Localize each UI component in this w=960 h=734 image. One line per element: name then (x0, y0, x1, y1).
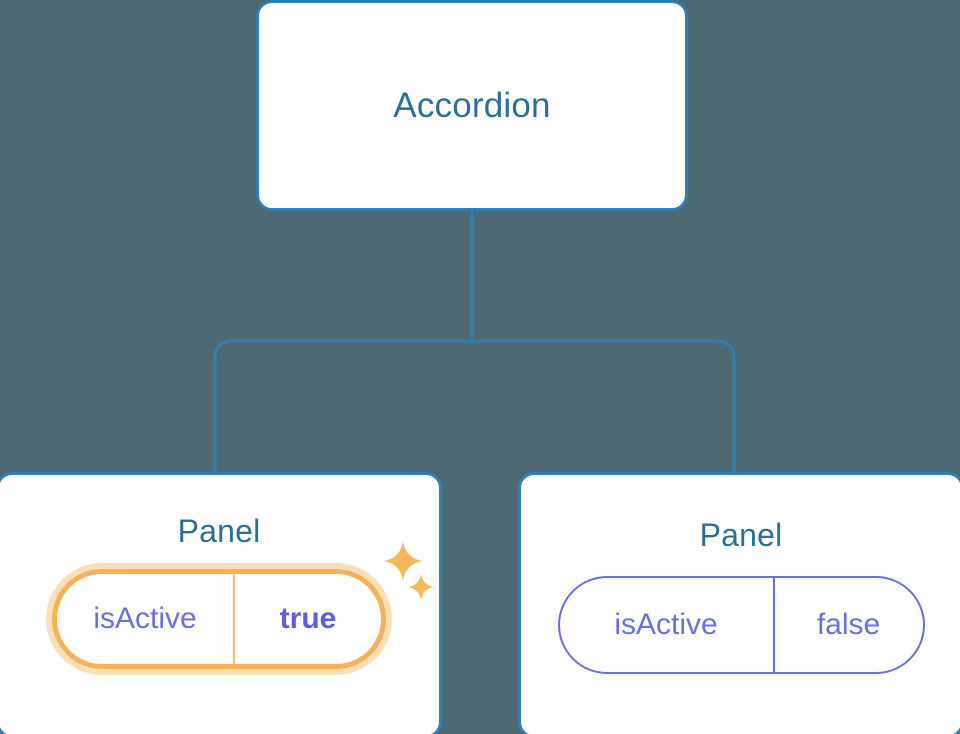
prop-pill-wrapper-active: isActive true (52, 569, 386, 669)
prop-value-label: true (279, 602, 337, 635)
prop-key-label: isActive (57, 574, 235, 664)
prop-pill-isactive-true[interactable]: isActive true (52, 569, 386, 669)
prop-pill-wrapper-inactive: isActive false (557, 576, 925, 674)
node-panel-inactive-title: Panel (699, 517, 783, 553)
prop-value-label: false (816, 608, 881, 641)
node-panel-active[interactable]: Panel isActive true (0, 472, 442, 734)
node-accordion[interactable]: Accordion (256, 0, 688, 211)
node-accordion-title: Accordion (393, 86, 551, 125)
connector-to-right-panel (472, 339, 736, 474)
node-panel-active-title: Panel (177, 513, 261, 549)
connector-to-left-panel (213, 339, 472, 474)
prop-key-label: isActive (560, 578, 775, 672)
node-panel-inactive[interactable]: Panel isActive false (518, 472, 960, 734)
prop-pill-isactive-false[interactable]: isActive false (557, 576, 925, 674)
